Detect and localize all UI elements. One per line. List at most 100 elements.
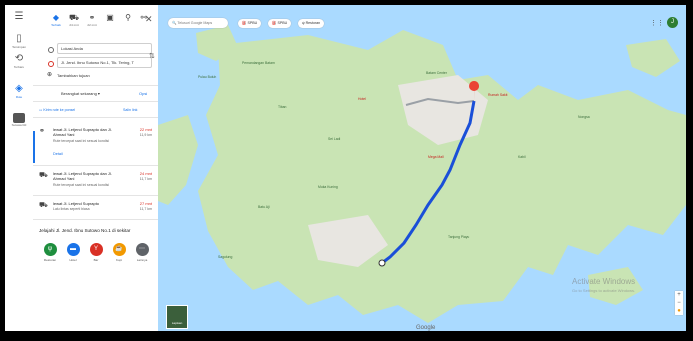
- alternate-route: [405, 97, 475, 106]
- map-canvas[interactable]: 🔍 Telusuri Google Maps ⛽ SPBU ⛽ SPBU ψ R…: [158, 5, 686, 331]
- route-time: 27 mnt: [139, 201, 152, 206]
- mode-bike[interactable]: ⚯: [137, 13, 151, 23]
- map-label: Muka Kuning: [318, 185, 338, 189]
- route-distance: 11,9 km: [139, 133, 152, 137]
- category-label: Restoran: [43, 258, 57, 262]
- map-search-input[interactable]: 🔍 Telusuri Google Maps: [168, 18, 228, 28]
- options-button[interactable]: Opsi: [139, 91, 148, 96]
- route-option-2[interactable]: ⛟ lewat Jl. Letjend Suprapto dan Jl. Ahm…: [33, 169, 158, 207]
- map-label: Tanjung Piayu: [448, 235, 470, 239]
- category-coffee[interactable]: ☕ Kopi: [112, 243, 126, 262]
- directions-icon: ◆: [52, 13, 60, 22]
- place-thumbnail: [13, 113, 25, 123]
- mode-car[interactable]: ⛟ 24 mnt: [67, 13, 81, 27]
- map-label: Hotel: [358, 97, 366, 101]
- route-option-1[interactable]: ⚭ lewat Jl. Letjend Suprapto dan Jl. Ahm…: [33, 125, 158, 163]
- depart-option[interactable]: Berangkat sekarang ▾: [61, 91, 100, 96]
- travel-modes: ◆ Terbaik ⛟ 24 mnt ⚭ 22 mnt ▣ ⚲ ⚯: [49, 13, 155, 31]
- map-label: Rumah Sakit: [488, 93, 508, 97]
- zoom-in-button[interactable]: +: [677, 292, 681, 298]
- category-label: Kopi: [115, 258, 122, 262]
- origin-dot-icon: [48, 47, 54, 53]
- more-icon: ⋯: [135, 243, 149, 256]
- rail-place[interactable]: Sutawa Rd: [9, 113, 29, 127]
- apps-grid-icon[interactable]: ⋮⋮: [650, 20, 664, 27]
- mode-motorcycle[interactable]: ⚭ 22 mnt: [85, 13, 99, 27]
- route-time: 22 mnt: [139, 127, 152, 132]
- mode-walk[interactable]: ⚲: [121, 13, 135, 23]
- explore-title: Jelajahi Jl. Jend. Ibnu Sutowo No.1 di s…: [39, 228, 131, 233]
- land-south-island: [588, 267, 643, 305]
- route-note: Lalu lintas seperti biasa: [53, 207, 90, 211]
- divider: [33, 165, 158, 166]
- history-icon: ⟲: [14, 53, 24, 64]
- bike-icon: ⚯: [140, 13, 148, 22]
- chip-restaurant[interactable]: ψ Restoran: [298, 19, 325, 28]
- coffee-icon: ☕: [112, 243, 126, 256]
- copy-link[interactable]: Salin link: [123, 108, 138, 112]
- route-time: 24 mnt: [139, 171, 152, 176]
- category-restaurant[interactable]: ψ Restoran: [43, 243, 57, 262]
- map-label: Sei Ladi: [328, 137, 341, 141]
- origin-input[interactable]: Lokasi Anda: [57, 43, 152, 54]
- send-to-phone-label: Kirim rute ke ponsel: [43, 108, 76, 112]
- chip-gas-1[interactable]: ⛽ SPBU: [238, 19, 262, 28]
- mode-car-label: 24 mnt: [69, 23, 79, 27]
- category-label: Lainnya: [136, 258, 148, 262]
- route-distance: 11,7 km: [139, 177, 152, 181]
- zoom-out-button[interactable]: −: [677, 300, 681, 306]
- send-to-phone[interactable]: ▭ Kirim rute ke ponsel: [39, 108, 76, 112]
- map-search-placeholder: Telusuri Google Maps: [177, 21, 213, 25]
- divider: [33, 101, 158, 102]
- close-icon[interactable]: ✕: [145, 14, 153, 24]
- pegman-icon[interactable]: ●: [677, 308, 681, 314]
- destination-marker: [469, 81, 480, 101]
- route-title: lewat Jl. Letjend Suprapto: [53, 201, 100, 206]
- rail-saved[interactable]: ▯ Tersimpan: [9, 33, 29, 49]
- category-more[interactable]: ⋯ Lainnya: [135, 243, 149, 262]
- category-bar[interactable]: Y Bar: [89, 243, 103, 262]
- route-title: lewat Jl. Letjend Suprapto dan Jl. Ahmad…: [53, 127, 112, 137]
- motorcycle-icon: ⚭: [39, 128, 45, 135]
- divider: [33, 117, 158, 118]
- divider: [33, 195, 158, 196]
- route-note: Rute tercepat saat ini sesuai kondisi: [53, 183, 110, 187]
- map-label: Nongsa: [578, 115, 590, 119]
- category-label: Hotel: [69, 258, 77, 262]
- map-graphic: [158, 5, 686, 331]
- zoom-controls: + − ●: [675, 291, 683, 315]
- car-icon: ⛟: [39, 172, 48, 179]
- rail-place-label: Sutawa Rd: [11, 123, 27, 127]
- map-label: Batam Center: [426, 71, 447, 75]
- rail-directions[interactable]: ◈ Rute: [9, 83, 29, 99]
- land-west: [158, 115, 198, 205]
- menu-icon[interactable]: ☰: [14, 11, 24, 22]
- map-label: Sagulung: [218, 255, 233, 259]
- rail-saved-label: Tersimpan: [12, 45, 26, 49]
- map-label: Mega Mall: [428, 155, 444, 159]
- destination-pin-icon: [48, 61, 54, 67]
- mode-transit[interactable]: ▣: [103, 13, 117, 23]
- chip-gas-2[interactable]: ⛽ SPBU: [268, 19, 292, 28]
- route-distance: 11,7 km: [139, 207, 152, 211]
- selected-route-indicator: [33, 131, 35, 163]
- chip-label: SPBU: [247, 21, 258, 25]
- route-details-link[interactable]: Detail: [53, 152, 63, 156]
- avatar[interactable]: J: [667, 17, 678, 28]
- map-label: Pulau Buluh: [198, 75, 217, 79]
- category-hotel[interactable]: ▬ Hotel: [66, 243, 80, 262]
- rail-directions-label: Rute: [15, 95, 23, 99]
- gas-icon: ⛽: [242, 21, 247, 25]
- layers-button[interactable]: Lapisan: [166, 305, 188, 329]
- divider: [33, 85, 158, 86]
- destination-input[interactable]: Jl. Jend. Ibnu Sutowo No.1, Tlk. Tering,…: [57, 57, 152, 68]
- add-destination[interactable]: Tambahkan tujuan: [57, 73, 90, 78]
- depart-option-label: Berangkat sekarang: [61, 91, 97, 96]
- bar-icon: Y: [89, 243, 103, 256]
- swap-icon[interactable]: ⇅: [149, 53, 155, 60]
- mode-best[interactable]: ◆ Terbaik: [49, 13, 63, 27]
- map-label: Batu Aji: [258, 205, 270, 209]
- transit-icon: ▣: [106, 13, 114, 22]
- rail-recent[interactable]: ⟲ Terbaru: [9, 53, 29, 69]
- route-option-3[interactable]: ⛟ lewat Jl. Letjend Suprapto Lalu lintas…: [33, 199, 158, 237]
